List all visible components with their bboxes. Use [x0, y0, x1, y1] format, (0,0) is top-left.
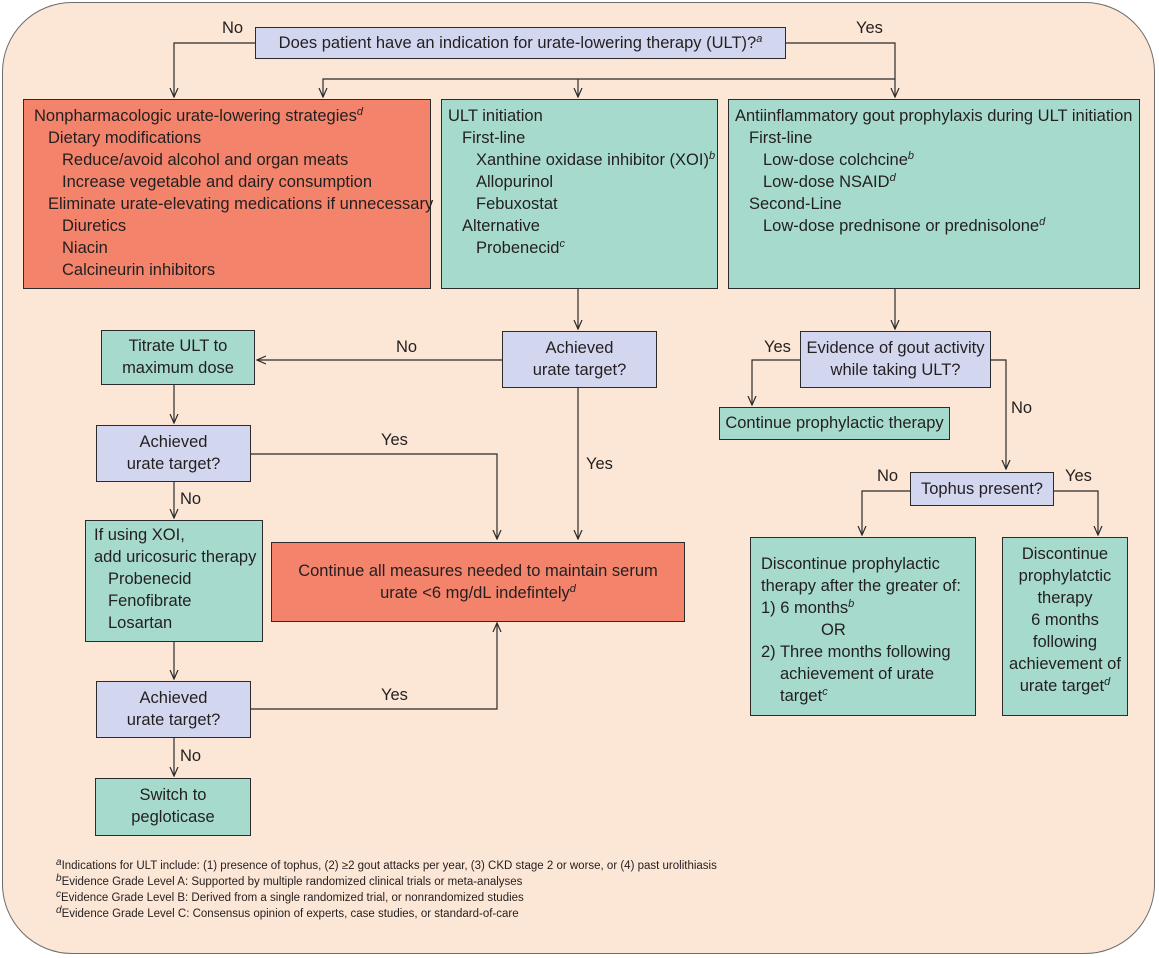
nonpharmacologic-box: Nonpharmacologic urate-lowering strategi… [23, 99, 433, 289]
label-no: No [877, 467, 899, 485]
add-uricosuric-box: If using XOI, add uricosuric therapy Pro… [85, 520, 263, 642]
maintain-urate-box: Continue all measures needed to maintain… [271, 542, 685, 622]
arrow-tophus-no [862, 490, 910, 535]
footnote-b: bEvidence Grade Level A: Supported by mu… [56, 873, 523, 889]
tophus-question: Tophus present? [910, 472, 1054, 506]
arrow-yes-branch [786, 42, 895, 97]
footnotes: aIndications for ULT include: (1) presen… [56, 858, 717, 922]
label-yes: Yes [586, 455, 613, 473]
pegloticase-box: Switch to pegloticase [95, 778, 251, 836]
footnote-a: aIndications for ULT include: (1) presen… [56, 857, 717, 873]
prophylaxis-box: Antiinflammatory gout prophylaxis during… [728, 99, 1140, 289]
label-no: No [180, 490, 202, 508]
continue-prophylaxis-box: Continue prophylactic therapy [719, 407, 950, 440]
label-no: No [1011, 399, 1033, 417]
arrow-gout-yes [752, 359, 800, 405]
label-yes: Yes [381, 431, 408, 449]
arrow-gout-no [990, 359, 1006, 469]
arrow-tophus-yes [1053, 490, 1098, 535]
achieved-target-question-1: Achieved urate target? [502, 331, 657, 388]
titrate-box: Titrate ULT to maximum dose [101, 330, 255, 385]
arrow-target2-yes [250, 453, 497, 539]
label-no: No [222, 19, 244, 37]
label-yes: Yes [1065, 467, 1092, 485]
label-no: No [396, 338, 418, 356]
gout-activity-question: Evidence of gout activity while taking U… [800, 331, 991, 388]
discontinue-six-months-box: Discontinue prophylatctic therapy 6 mont… [1002, 537, 1128, 716]
discontinue-greater-of-box: Discontinue prophylactic therapy after t… [750, 537, 976, 716]
label-yes: Yes [856, 19, 883, 37]
arrow-target3-yes [250, 623, 497, 710]
achieved-target-question-2: Achieved urate target? [96, 425, 251, 482]
label-yes: Yes [381, 686, 408, 704]
arrow-to-nonpharm-2 [323, 78, 895, 97]
arrow-no-to-nonpharm [174, 42, 255, 97]
label-no: No [180, 747, 202, 765]
footnote-d: dEvidence Grade Level C: Consensus opini… [56, 905, 519, 921]
achieved-target-question-3: Achieved urate target? [96, 681, 251, 738]
footnote-c: cEvidence Grade Level B: Derived from a … [56, 889, 524, 905]
label-yes: Yes [764, 338, 791, 356]
ult-initiation-box: ULT initiation First-line Xanthine oxida… [441, 99, 718, 289]
indication-question: Does patient have an indication for urat… [255, 27, 786, 59]
